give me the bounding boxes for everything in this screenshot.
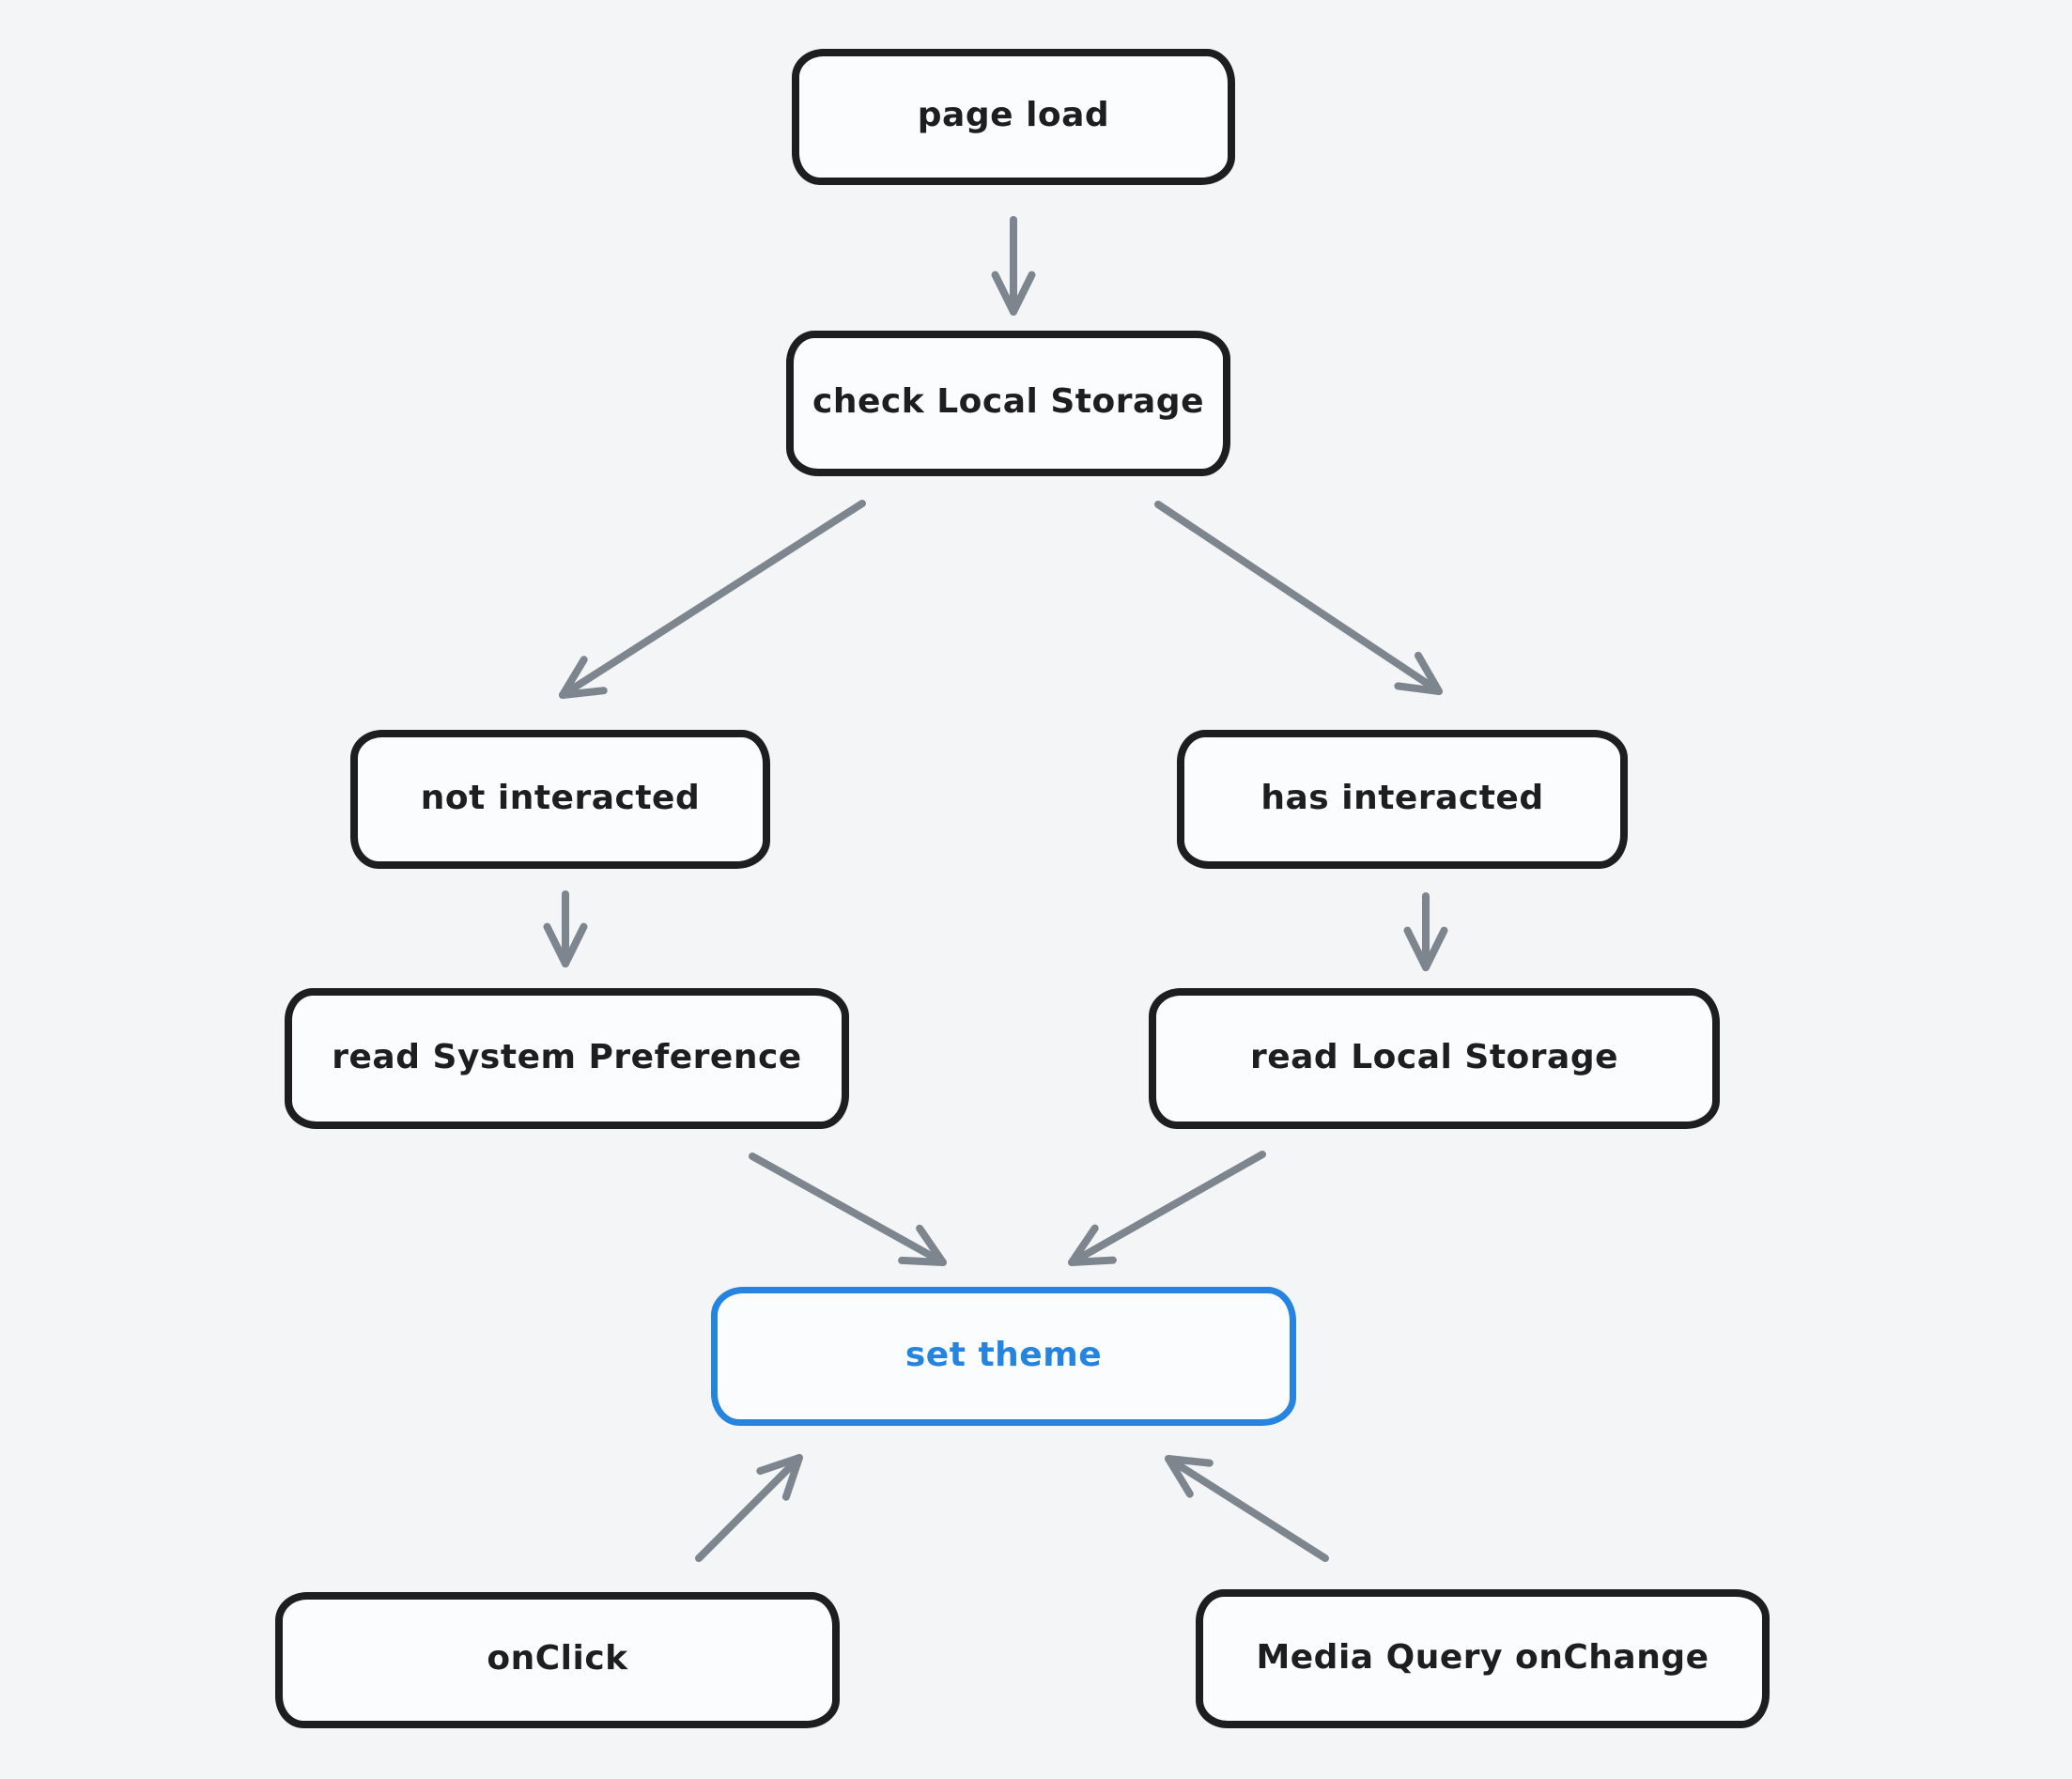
node-read-system-preference-label: read System Preference xyxy=(332,1037,802,1076)
node-page-load[interactable]: page load xyxy=(792,49,1235,185)
node-set-theme-label: set theme xyxy=(905,1335,1103,1374)
node-media-query-onchange-label: Media Query onChange xyxy=(1256,1637,1709,1677)
arrow-check-local-storage-to-has-interacted[interactable] xyxy=(1154,501,1443,695)
node-not-interacted[interactable]: not interacted xyxy=(350,730,770,869)
node-set-theme[interactable]: set theme xyxy=(711,1287,1296,1426)
node-onclick-label: onClick xyxy=(487,1639,628,1678)
arrow-page-load-to-check-local-storage[interactable] xyxy=(991,216,1036,316)
arrow-onclick-to-set-theme[interactable] xyxy=(695,1454,803,1562)
node-has-interacted-label: has interacted xyxy=(1260,778,1544,817)
arrow-media-query-onchange-to-set-theme[interactable] xyxy=(1165,1455,1329,1562)
arrow-check-local-storage-to-not-interacted[interactable] xyxy=(559,500,866,699)
arrow-has-interacted-to-read-local-storage[interactable] xyxy=(1403,892,1448,971)
node-read-system-preference[interactable]: read System Preference xyxy=(285,988,849,1129)
node-read-local-storage[interactable]: read Local Storage xyxy=(1149,988,1720,1129)
arrow-not-interacted-to-read-system-preference[interactable] xyxy=(543,890,588,967)
node-check-local-storage[interactable]: check Local Storage xyxy=(786,331,1230,476)
node-not-interacted-label: not interacted xyxy=(420,778,701,817)
arrow-read-system-preference-to-set-theme[interactable] xyxy=(749,1152,947,1266)
node-media-query-onchange[interactable]: Media Query onChange xyxy=(1196,1589,1770,1728)
node-read-local-storage-label: read Local Storage xyxy=(1249,1037,1619,1076)
node-check-local-storage-label: check Local Storage xyxy=(812,382,1204,421)
node-onclick[interactable]: onClick xyxy=(275,1592,840,1728)
arrow-read-local-storage-to-set-theme[interactable] xyxy=(1068,1151,1266,1266)
node-has-interacted[interactable]: has interacted xyxy=(1177,730,1628,869)
node-page-load-label: page load xyxy=(917,96,1110,134)
